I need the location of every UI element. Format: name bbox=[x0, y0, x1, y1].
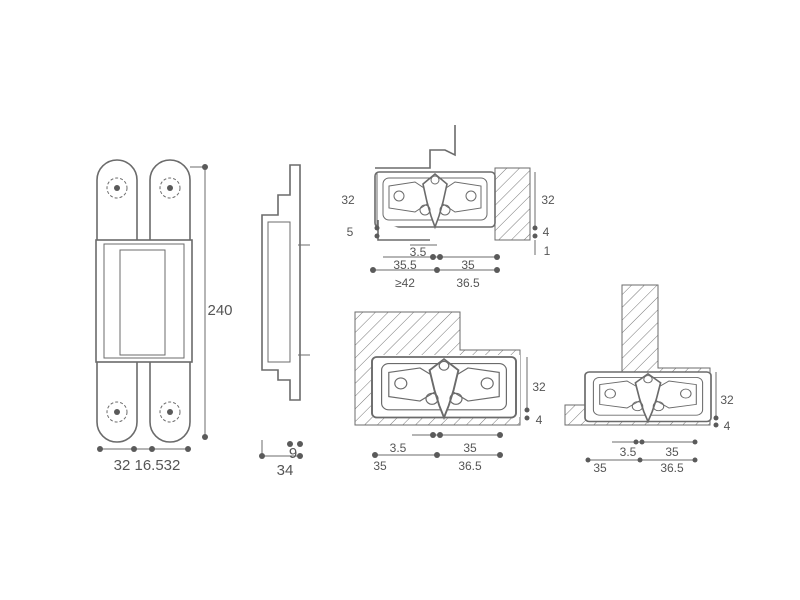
width-dimensions: 32 16.532 bbox=[114, 457, 181, 474]
dim-left-gap: 5 bbox=[347, 225, 354, 239]
dim-3-5: 3.5 bbox=[620, 445, 637, 459]
dim-36-5: 36.5 bbox=[458, 459, 482, 473]
dim-gap: 4 bbox=[536, 413, 543, 427]
height-dimension: 240 bbox=[207, 302, 232, 319]
dim-35-top: 35 bbox=[665, 445, 679, 459]
dimension-34: 34 bbox=[277, 462, 294, 479]
dim-height: 32 bbox=[720, 393, 734, 407]
dim-min-42: ≥42 bbox=[395, 276, 415, 290]
right-section-view: 32 4 3.5 35 35 36.5 bbox=[564, 284, 734, 475]
dim-36-5: 36.5 bbox=[660, 461, 684, 475]
dim-3-5: 3.5 bbox=[390, 441, 407, 455]
dim-right-height: 32 bbox=[541, 193, 555, 207]
dim-36-5: 36.5 bbox=[456, 276, 480, 290]
dimension-9: 9 bbox=[289, 445, 297, 462]
dim-right-gap2: 1 bbox=[544, 244, 551, 258]
middle-section-view: 32 4 3.5 35 35 36.5 bbox=[354, 311, 546, 473]
hinge-side-view: 9 34 bbox=[259, 164, 310, 479]
dim-35-bottom: 35 bbox=[373, 459, 387, 473]
dim-left-height: 32 bbox=[341, 193, 355, 207]
dim-35-bottom: 35 bbox=[593, 461, 607, 475]
dim-35-5: 35.5 bbox=[393, 258, 417, 272]
dim-height: 32 bbox=[532, 380, 546, 394]
dim-3-5: 3.5 bbox=[410, 245, 427, 259]
dim-right-gap: 4 bbox=[543, 225, 550, 239]
hinge-front-view: 240 32 16.532 bbox=[95, 159, 233, 474]
dim-gap: 4 bbox=[724, 419, 731, 433]
top-section-view: 32 5 32 4 1 3.5 35.5 35 ≥42 36.5 bbox=[341, 125, 555, 290]
dim-35-top: 35 bbox=[463, 441, 477, 455]
dim-35: 35 bbox=[461, 258, 475, 272]
